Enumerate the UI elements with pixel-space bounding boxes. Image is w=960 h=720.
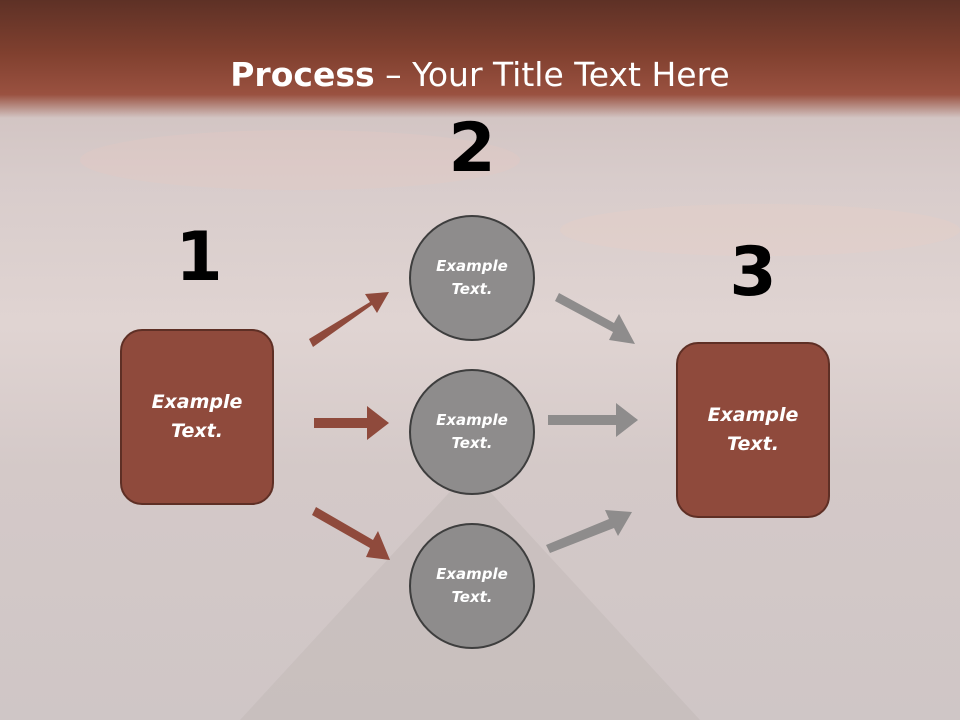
right-step-box: Example Text. [676, 342, 830, 518]
circle-middle-text: Example Text. [436, 411, 508, 452]
circle-top: Example Text. [409, 215, 535, 341]
step-number-3: 3 [729, 233, 777, 312]
arrow-from-bottom-circle [546, 510, 632, 553]
title-bold: Process [230, 55, 375, 94]
left-step-box: Example Text. [120, 329, 274, 505]
title-rest: – Your Title Text Here [374, 55, 730, 94]
slide-title: Process – Your Title Text Here [0, 54, 960, 96]
step-number-2: 2 [448, 109, 496, 188]
arrow-to-top-circle [309, 292, 389, 347]
left-step-text: Example Text. [151, 391, 243, 442]
cloud-shape [80, 130, 520, 190]
circle-top-text: Example Text. [436, 257, 508, 298]
cloud-shape [560, 204, 960, 256]
right-step-text: Example Text. [707, 404, 799, 455]
step-number-1: 1 [175, 218, 223, 297]
circle-middle: Example Text. [409, 369, 535, 495]
arrow-from-top-circle [555, 293, 635, 344]
circle-bottom-text: Example Text. [436, 565, 508, 606]
circle-bottom: Example Text. [409, 523, 535, 649]
header-band [0, 0, 960, 118]
arrow-from-middle-circle [548, 403, 638, 437]
arrow-to-bottom-circle [312, 507, 390, 560]
arrow-to-middle-circle [314, 406, 389, 440]
